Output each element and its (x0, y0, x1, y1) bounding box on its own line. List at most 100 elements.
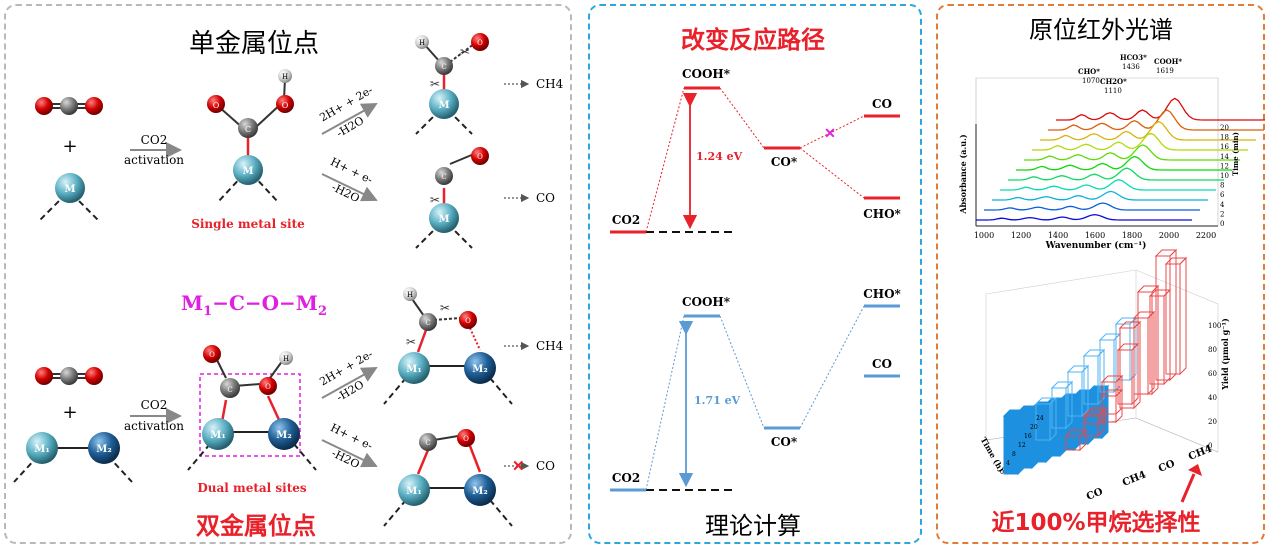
ir-ztick: 16 (1220, 143, 1229, 151)
label-cho-bottom: CHO* (863, 287, 901, 301)
svg-text:O: O (282, 101, 289, 110)
svg-text:✂: ✂ (440, 301, 450, 315)
svg-text:O: O (477, 153, 483, 161)
ir-ztick: 6 (1220, 191, 1225, 199)
ir-zlabel: Time (min) (1231, 132, 1240, 176)
co-on-dual-metal: M₁ M₂ C O (383, 429, 513, 527)
yield-ttick: 16 (1024, 433, 1032, 440)
yield-bar (1116, 342, 1140, 406)
single-site-caption: Single metal site (191, 217, 305, 231)
svg-text:M₂: M₂ (472, 364, 487, 375)
ir-ylabel: Absorbance (a.u.) (958, 134, 968, 215)
single-site-title: 单金属位点 (189, 29, 319, 59)
plus-bottom: + (62, 402, 77, 423)
ir-ztick: 18 (1220, 134, 1229, 142)
ir-xlabel: Wavenumber (cm⁻¹) (1045, 240, 1147, 251)
desorption-arrow-bottom (321, 439, 378, 468)
svg-text:✂: ✂ (430, 77, 440, 91)
yield-ttick: 8 (1012, 451, 1016, 458)
ir-spectrum-line (976, 213, 1192, 221)
ir-ztick: 10 (1220, 172, 1229, 180)
label-cooh-bottom: COOH* (682, 295, 731, 309)
svg-text:✂: ✂ (430, 193, 440, 207)
yield-ttick: 20 (1030, 424, 1038, 431)
yield-ytick: 40 (1208, 394, 1217, 402)
svg-text:✂: ✂ (406, 335, 416, 349)
ir-spectrum-line (1000, 179, 1216, 191)
ir-xtick: 1600 (1085, 231, 1105, 240)
atom-m-label: M (64, 184, 75, 195)
svg-text:C: C (441, 173, 446, 181)
ir-xtick: 1800 (1122, 231, 1142, 240)
svg-text:M₂: M₂ (96, 444, 111, 455)
ir-spectrum-line (1024, 144, 1240, 161)
blocked-x-icon: ✕ (512, 457, 525, 475)
svg-text:M₂: M₂ (472, 486, 487, 497)
energy-profile-single (610, 86, 900, 234)
reaction-path-title: 改变反应路径 (681, 26, 825, 54)
barrier-bottom: 1.71 eV (694, 394, 741, 407)
blocked-x-icon: ✕ (824, 126, 836, 142)
selectivity-caption: 近100%甲烷选择性 (991, 509, 1200, 536)
yield-ytick: 60 (1208, 370, 1217, 378)
yield-ttick: 0 (1000, 469, 1004, 476)
cat-ch4-1: CH4 (1121, 469, 1148, 488)
yield-ytick: 100 (1208, 322, 1221, 330)
hydrogenation-arrow-top (321, 103, 378, 135)
hydrogenation-arrow-bottom (321, 367, 378, 399)
svg-text:H: H (283, 355, 289, 363)
ir-ztick: 8 (1220, 182, 1224, 190)
label-co-bottom: CO (872, 357, 892, 371)
cat-co-1: CO (1085, 486, 1105, 503)
ir-ztick: 0 (1220, 220, 1224, 228)
cat-co-2: CO (1157, 458, 1177, 475)
svg-text:C: C (227, 386, 232, 394)
svg-text:C: C (425, 319, 430, 327)
yield-bar (1066, 364, 1090, 418)
energy-profile-panel (588, 4, 922, 544)
dual-site-title: 双金属位点 (196, 512, 316, 540)
co-product-top: CO (536, 191, 555, 205)
ir-xtick: 1000 (974, 231, 994, 240)
peak-cho-value: 1070 (1082, 77, 1100, 85)
yield-bar (1132, 310, 1156, 396)
yield-ytick: 80 (1208, 346, 1217, 354)
peak-hco3-value: 1436 (1122, 63, 1140, 71)
peak-cho-label: CHO* (1078, 67, 1100, 76)
svg-text:M₂: M₂ (276, 430, 291, 441)
co-on-single-metal: M C O ✂ (415, 147, 489, 249)
ir-ztick: 14 (1220, 153, 1229, 161)
co2-molecule-top (35, 97, 103, 115)
svg-text:O: O (463, 435, 469, 443)
ch4-product-top: CH4 (536, 77, 564, 91)
cooh-on-single-metal: M C O O H (207, 69, 294, 203)
co2-molecule-bottom (35, 367, 103, 385)
ir-title: 原位红外光谱 (1029, 16, 1173, 44)
ir-spectrum-line (1016, 155, 1232, 171)
svg-text:H: H (419, 39, 425, 47)
theory-calc-subtitle: 理论计算 (705, 512, 801, 540)
path-2h-label-bottom: 2H+ + 2e- (317, 347, 375, 388)
svg-text:M: M (438, 100, 449, 111)
yield-bar (1034, 396, 1058, 442)
svg-text:M₁: M₁ (34, 444, 49, 455)
ir-ztick: 12 (1220, 162, 1229, 170)
ir-spectrum-line (1040, 120, 1256, 141)
svg-text:M₁: M₁ (210, 430, 225, 441)
ir-spectrum-line (1032, 132, 1248, 151)
svg-text:M: M (438, 214, 449, 225)
yield-category-labels: CO CH4 CO CH4 (1085, 443, 1214, 502)
ir-ztick: 4 (1220, 201, 1225, 209)
yield-bar (1100, 374, 1124, 416)
dual-site-formula: M1−C−O−M2 (181, 291, 327, 319)
yield-ytick: 0 (1208, 442, 1212, 450)
yield-ttick: 24 (1036, 415, 1044, 422)
yield-bar (1084, 406, 1108, 426)
yield-bar (1050, 380, 1074, 430)
label-cooh-top: COOH* (682, 67, 731, 81)
ir-xtick: 1200 (1011, 231, 1031, 240)
ir-spectrum-line (1008, 167, 1224, 181)
ir-xtick: 2000 (1159, 231, 1179, 240)
